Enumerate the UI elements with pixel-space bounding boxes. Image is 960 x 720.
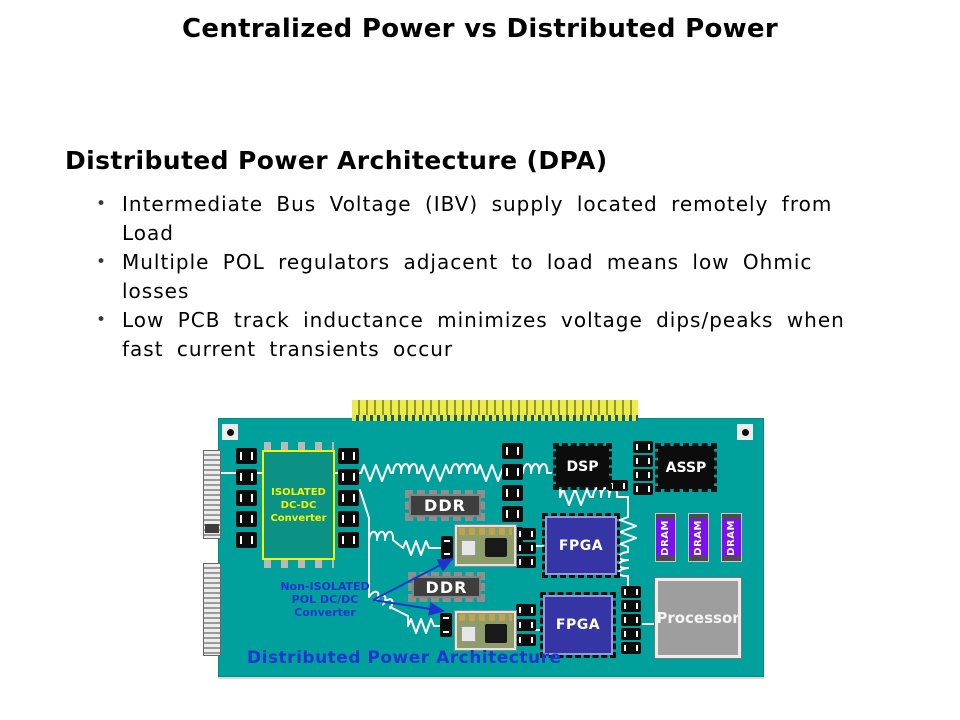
smd-capacitor-column (621, 586, 641, 654)
smd-capacitor (338, 469, 359, 485)
ddr-chip: DDR (405, 490, 485, 521)
pol-annotation-line: Converter (294, 606, 356, 619)
smd-capacitor (236, 448, 257, 464)
smd-capacitor-column (516, 604, 536, 646)
smd-capacitor (633, 441, 653, 453)
smd-capacitor (502, 506, 523, 522)
pcb-diagram: ISOLATED DC-DC Converter DDR DDR DSP ASS… (203, 400, 764, 678)
board-caption: Distributed Power Architecture (247, 648, 562, 668)
bullet-text: Intermediate Bus Voltage (IBV) supply lo… (122, 190, 832, 248)
smd-capacitor (236, 511, 257, 527)
fpga-chip: FPGA (542, 513, 620, 578)
smd-capacitor (338, 532, 359, 548)
bullet-line: Low PCB track inductance minimizes volta… (122, 308, 845, 332)
smd-capacitor (338, 448, 359, 464)
smd-capacitor (621, 614, 641, 626)
board-connector (203, 450, 221, 539)
smd-capacitor (338, 490, 359, 506)
board-connector (203, 563, 221, 656)
bullet-text: Multiple POL regulators adjacent to load… (122, 248, 812, 306)
smd-capacitor (621, 586, 641, 598)
chip-label: DDR (424, 496, 466, 515)
pol-annotation: Non-ISOLATED POL DC/DC Converter (260, 580, 390, 619)
smd-capacitor (516, 528, 536, 540)
smd-capacitor (633, 455, 653, 467)
smd-capacitor (516, 556, 536, 568)
smd-capacitor-column (633, 441, 653, 495)
bullet-item: • Low PCB track inductance minimizes vol… (92, 306, 845, 364)
smd-capacitor (633, 483, 653, 495)
ddr-chip: DDR (408, 572, 485, 602)
smd-capacitor (516, 634, 536, 646)
dsp-chip: DSP (553, 443, 612, 490)
smd-capacitor (621, 628, 641, 640)
pol-module-caps (459, 614, 512, 621)
edge-connector-nubs (352, 415, 638, 421)
mounting-hole (222, 424, 238, 440)
smd-capacitor-column (338, 448, 359, 548)
pol-module (454, 610, 517, 651)
bullet-text: Low PCB track inductance minimizes volta… (122, 306, 845, 364)
chip-label: FPGA (558, 537, 604, 554)
bullet-line: Multiple POL regulators adjacent to load… (122, 250, 813, 274)
smd-capacitor (621, 642, 641, 654)
smd-capacitor (338, 511, 359, 527)
smd-capacitor (633, 469, 653, 481)
bullet-item: • Multiple POL regulators adjacent to lo… (92, 248, 845, 306)
bullet-line: losses (122, 279, 190, 303)
bullet-line: Load (122, 221, 174, 245)
converter-label-line: Converter (270, 512, 327, 524)
pol-module (454, 524, 517, 567)
isolated-dc-dc-converter: ISOLATED DC-DC Converter (262, 450, 335, 560)
smd-capacitor (608, 480, 628, 491)
smd-capacitor (502, 485, 523, 501)
smd-capacitor (441, 536, 453, 559)
chip-label: DDR (425, 577, 468, 597)
smd-capacitor (516, 542, 536, 554)
pol-annotation-line: Non-ISOLATED (280, 580, 370, 593)
bullet-line: Intermediate Bus Voltage (IBV) supply lo… (122, 192, 833, 216)
dram-chip: DRAM (688, 513, 709, 562)
processor-chip: Processor (654, 577, 742, 659)
converter-pins (264, 442, 334, 450)
smd-capacitor (516, 604, 536, 616)
edge-connector (352, 400, 638, 421)
assp-chip: ASSP (655, 443, 717, 492)
smd-capacitor-column (516, 528, 536, 568)
bullet-list: • Intermediate Bus Voltage (IBV) supply … (92, 190, 845, 364)
dram-chip: DRAM (721, 513, 742, 562)
smd-capacitor (236, 469, 257, 485)
smd-capacitor (502, 443, 523, 459)
annotation-arrows (372, 558, 454, 616)
bullet-marker: • (96, 194, 107, 214)
chip-label: FPGA (555, 617, 601, 633)
converter-label-line: DC-DC (280, 499, 317, 511)
dram-chip: DRAM (655, 513, 676, 562)
fpga-chip: FPGA (540, 592, 616, 658)
pol-module-caps (459, 528, 512, 535)
chip-label: ASSP (665, 459, 707, 476)
smd-capacitor (516, 619, 536, 631)
converter-pins (264, 560, 334, 568)
chip-label: Processor (656, 609, 740, 627)
smd-capacitor (440, 613, 452, 637)
slide-title: Centralized Power vs Distributed Power (182, 14, 778, 44)
bullet-item: • Intermediate Bus Voltage (IBV) supply … (92, 190, 845, 248)
bullet-marker: • (96, 252, 107, 272)
smd-capacitor (236, 490, 257, 506)
section-heading: Distributed Power Architecture (DPA) (65, 146, 608, 175)
smd-capacitor-column (236, 448, 257, 548)
bullet-marker: • (96, 310, 107, 330)
smd-capacitor (621, 600, 641, 612)
pol-annotation-line: POL DC/DC (291, 593, 359, 606)
mounting-hole (737, 424, 753, 440)
converter-label-line: ISOLATED (271, 486, 326, 498)
chip-label: DSP (566, 458, 599, 475)
bullet-line: fast current transients occur (122, 337, 454, 361)
edge-connector-teeth (352, 400, 638, 415)
smd-capacitor (236, 532, 257, 548)
smd-capacitor (502, 464, 523, 480)
